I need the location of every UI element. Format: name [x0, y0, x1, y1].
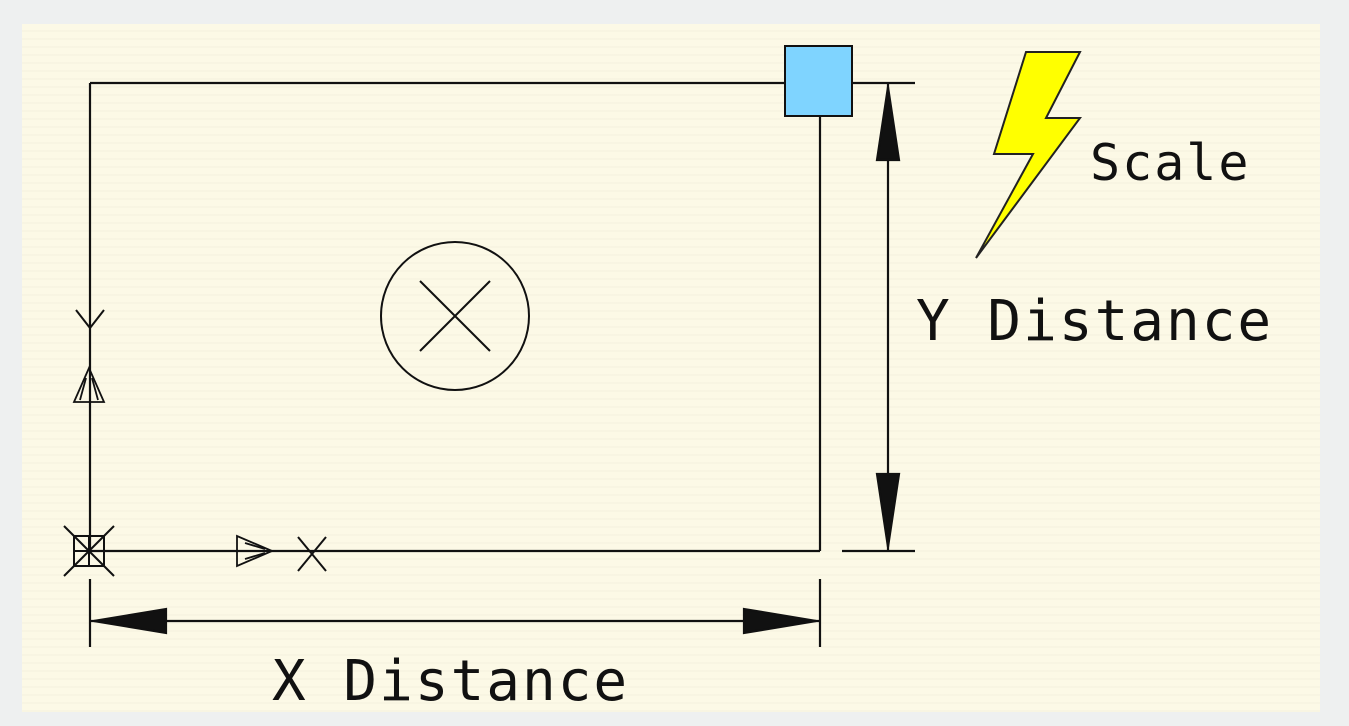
rectangle-outline	[88, 81, 915, 553]
y-distance-label: Y Distance	[916, 289, 1273, 354]
x-dimension	[88, 579, 822, 647]
x-arrow-right	[742, 607, 817, 635]
y-dimension	[842, 83, 915, 553]
base-point-marker-icon	[63, 525, 115, 577]
drawing-area	[22, 24, 1320, 712]
x-arrow-left	[93, 607, 168, 635]
y-arrow-up	[875, 86, 901, 162]
down-arrow-marker-icon	[75, 309, 105, 329]
circle-x-icon	[380, 241, 530, 391]
y-arrow-down	[875, 472, 901, 548]
up-triangle-marker-icon	[72, 365, 106, 403]
x-marker-icon	[297, 536, 327, 572]
square-grip-icon[interactable]	[784, 45, 853, 117]
right-triangle-marker-icon	[236, 534, 275, 568]
x-distance-label: X Distance	[272, 649, 629, 714]
lightning-bolt-icon	[975, 51, 1082, 259]
scale-label: Scale	[1090, 134, 1251, 192]
